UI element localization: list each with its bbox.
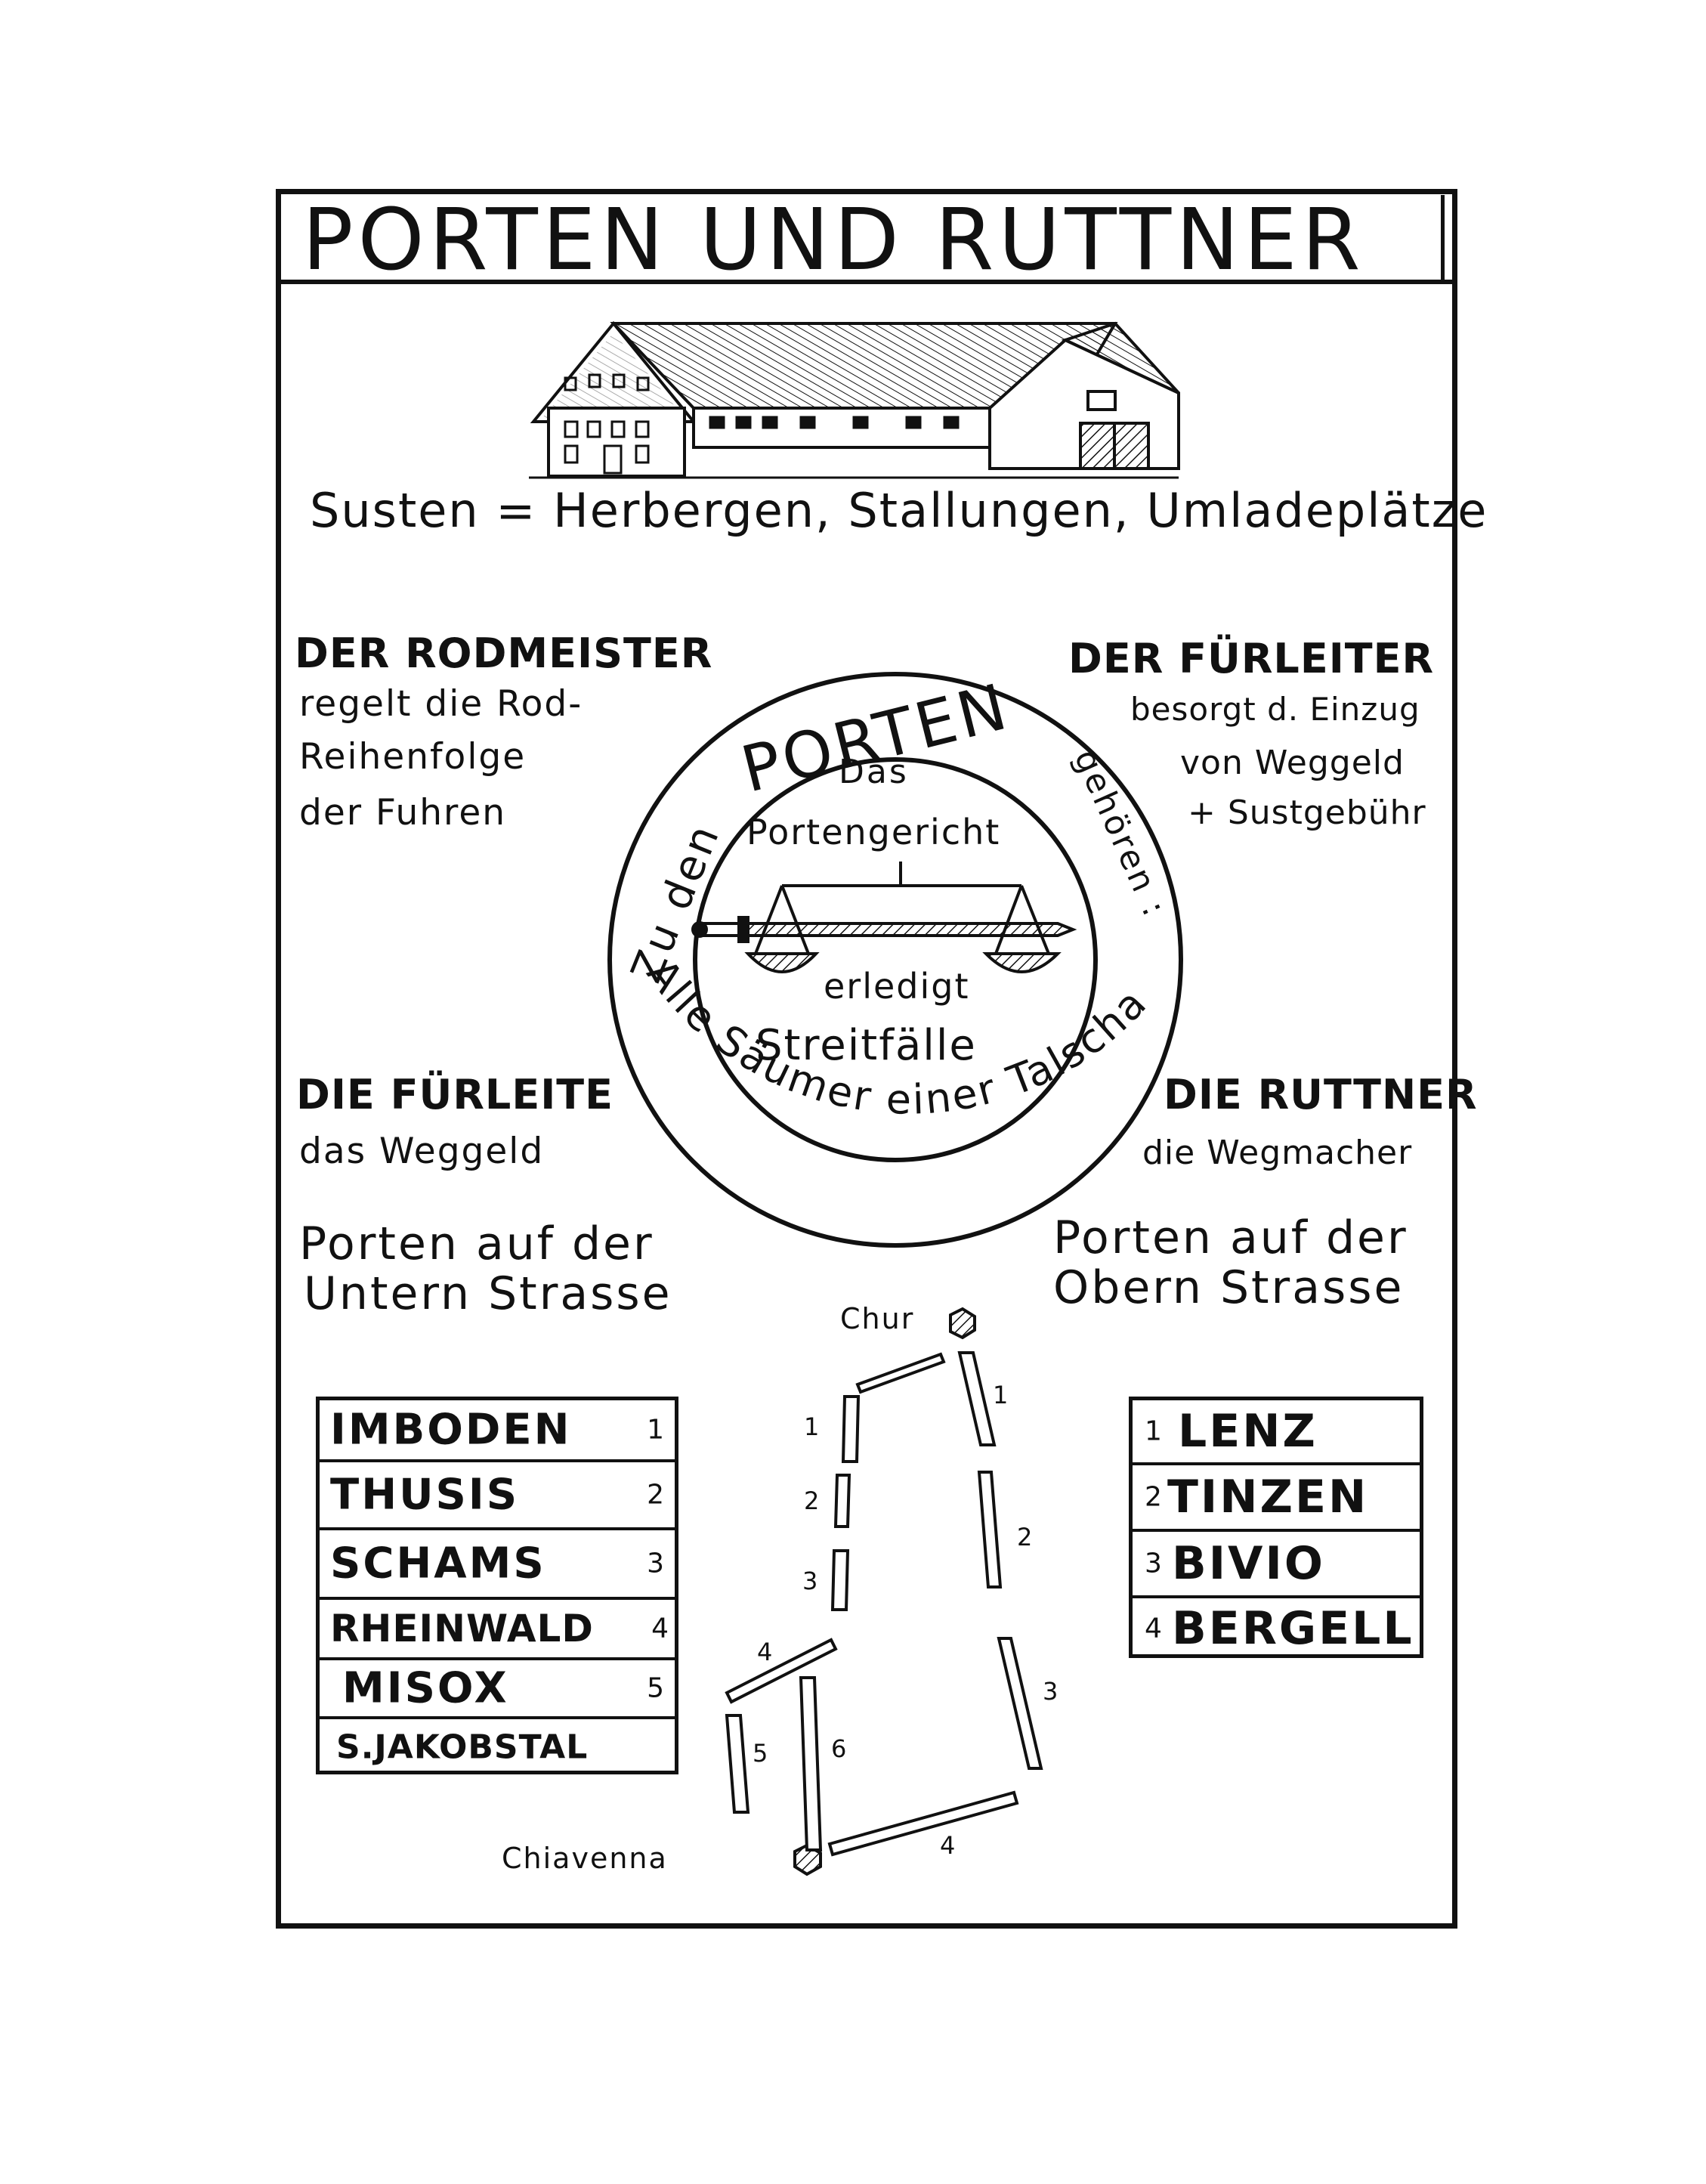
untern-name-1: IMBODEN — [330, 1405, 572, 1455]
table-row: THUSIS 2 — [320, 1462, 675, 1530]
suste-building-icon — [529, 320, 1180, 479]
inner-erledigt: erledigt — [824, 966, 970, 1007]
map-right-num-3: 3 — [1043, 1677, 1059, 1706]
ruttner-heading: DIE RUTTNER — [1164, 1071, 1478, 1118]
untern-strasse-table: IMBODEN 1 THUSIS 2 SCHAMS 3 RHEINWALD 4 … — [316, 1397, 678, 1774]
inner-circle — [693, 757, 1098, 1162]
fuerleiter-line-1: besorgt d. Einzug — [1130, 691, 1420, 728]
table-row: IMBODEN 1 — [320, 1400, 675, 1462]
untern-label-2: Untern Strasse — [304, 1267, 672, 1320]
obern-strasse-table: 1 LENZ 2 TINZEN 3 BIVIO 4 BERGELL — [1129, 1397, 1423, 1658]
untern-num-4: 4 — [651, 1613, 669, 1644]
obern-name-4: BERGELL — [1172, 1602, 1414, 1655]
map-left-num-4: 4 — [757, 1638, 773, 1666]
obern-num-3: 3 — [1145, 1548, 1162, 1579]
page-frame — [276, 189, 1457, 1929]
rodmeister-line-1: regelt die Rod- — [299, 683, 583, 725]
rodmeister-line-3: der Fuhren — [299, 792, 507, 834]
untern-num-5: 5 — [647, 1672, 664, 1704]
rodmeister-heading: DER RODMEISTER — [295, 630, 713, 677]
obern-num-1: 1 — [1145, 1415, 1162, 1447]
ruttner-line-1: die Wegmacher — [1142, 1134, 1413, 1172]
obern-num-2: 2 — [1145, 1481, 1162, 1513]
map-chiavenna-label: Chiavenna — [502, 1842, 668, 1875]
fuerleite-line-1: das Weggeld — [299, 1131, 545, 1172]
untern-num-1: 1 — [647, 1414, 664, 1446]
untern-name-5: MISOX — [342, 1663, 509, 1713]
svg-text:Alle Säumer einer Talschaft.: Alle Säumer einer Talschaft. — [0, 0, 1157, 1124]
obern-label-2: Obern Strasse — [1053, 1261, 1405, 1314]
route-map — [725, 1307, 1043, 1876]
map-left-num-3: 3 — [802, 1567, 818, 1595]
untern-name-4: RHEINWALD — [330, 1607, 594, 1650]
outer-circle — [607, 672, 1183, 1248]
map-left-num-5: 5 — [753, 1739, 768, 1768]
untern-name-3: SCHAMS — [330, 1539, 546, 1589]
obern-name-1: LENZ — [1178, 1405, 1318, 1458]
obern-name-2: TINZEN — [1167, 1471, 1369, 1524]
table-row: 1 LENZ — [1133, 1400, 1420, 1465]
map-right-num-2: 2 — [1017, 1523, 1033, 1551]
building-caption: Susten = Herbergen, Stallungen, Umladepl… — [310, 483, 1488, 538]
map-right-num-1: 1 — [993, 1381, 1009, 1409]
table-row: 3 BIVIO — [1133, 1532, 1420, 1598]
map-left-num-1: 1 — [804, 1412, 820, 1441]
inner-streitfaelle: Streitfälle — [756, 1021, 977, 1070]
map-chur-label: Chur — [840, 1302, 915, 1335]
fuerleiter-line-3: + Sustgebühr — [1188, 793, 1426, 832]
map-right-num-4: 4 — [940, 1831, 956, 1860]
svg-text:gehören :: gehören : — [1066, 744, 1174, 923]
untern-label-1: Porten auf der — [299, 1217, 654, 1270]
table-row: MISOX 5 — [320, 1660, 675, 1719]
rodmeister-line-2: Reihenfolge — [299, 736, 527, 778]
untern-name-6: S.JAKOBSTAL — [336, 1728, 589, 1767]
fuerleite-heading: DIE FÜRLEITE — [296, 1071, 614, 1118]
obern-label-1: Porten auf der — [1053, 1211, 1408, 1264]
table-row: 2 TINZEN — [1133, 1465, 1420, 1532]
table-row: 4 BERGELL — [1133, 1598, 1420, 1659]
untern-num-3: 3 — [647, 1548, 664, 1579]
map-left-num-6: 6 — [831, 1734, 847, 1763]
chur-marker — [949, 1307, 976, 1340]
table-row: S.JAKOBSTAL — [320, 1719, 675, 1775]
fuerleiter-heading: DER FÜRLEITER — [1068, 635, 1435, 682]
scale-of-justice-icon — [691, 862, 1077, 973]
title-box — [281, 195, 1452, 284]
obern-num-4: 4 — [1145, 1613, 1162, 1644]
obern-name-3: BIVIO — [1172, 1537, 1325, 1590]
inner-portengericht: Portengericht — [746, 812, 1001, 852]
circle-bottom-arc: Alle Säumer einer Talschaft. — [0, 0, 1154, 1124]
page-title: PORTEN UND RUTTNER — [302, 191, 1365, 289]
inner-das: Das — [839, 753, 909, 791]
map-left-num-2: 2 — [804, 1486, 820, 1515]
table-row: RHEINWALD 4 — [320, 1600, 675, 1660]
table-row: SCHAMS 3 — [320, 1530, 675, 1600]
untern-num-2: 2 — [647, 1479, 664, 1511]
fuerleiter-line-2: von Weggeld — [1180, 744, 1405, 782]
circle-gehoeren: gehören : — [1066, 744, 1174, 923]
untern-name-2: THUSIS — [330, 1470, 520, 1520]
